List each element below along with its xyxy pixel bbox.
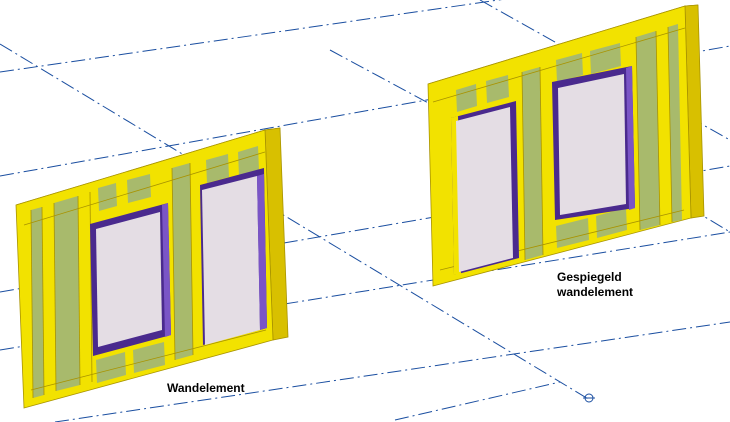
- construction-line: [0, 0, 502, 73]
- caption-wall-element: Wandelement: [167, 381, 245, 395]
- door-jamb: [257, 174, 267, 330]
- infill-panel: [98, 183, 117, 211]
- infill-panel: [486, 75, 509, 103]
- window-frame-depth: [626, 66, 635, 210]
- infill-panel: [668, 24, 682, 222]
- infill-panel: [596, 208, 627, 238]
- caption-line: Gespiegeld: [557, 270, 622, 284]
- window-frame-depth: [162, 203, 171, 337]
- wall-element-mirrored[interactable]: [427, 4, 705, 287]
- infill-panel: [206, 154, 229, 183]
- infill-panel: [172, 163, 193, 360]
- window-glass-left: [96, 212, 162, 347]
- construction-line: [0, 43, 591, 401]
- infill-panel: [54, 196, 80, 391]
- construction-line: [394, 381, 561, 421]
- caption-line: wandelement: [557, 285, 634, 299]
- infill-panel: [127, 174, 151, 203]
- window-glass-right: [558, 74, 626, 215]
- infill-panel: [522, 67, 543, 260]
- infill-panel: [31, 207, 44, 398]
- infill-panel: [590, 43, 621, 74]
- infill-panel: [556, 218, 589, 248]
- caption-mirrored-wall-element: Gespiegeld wandelement: [557, 270, 633, 300]
- construction-line: [0, 45, 730, 177]
- infill-panel: [636, 31, 660, 230]
- wall-element-left[interactable]: [15, 127, 289, 409]
- infill-panel: [96, 352, 126, 383]
- door-opening-right: [456, 107, 513, 272]
- construction-line: [54, 321, 730, 422]
- mirror-point-marker-icon[interactable]: [583, 393, 595, 403]
- door-opening-left: [202, 176, 260, 345]
- stud-lines: [23, 151, 267, 399]
- infill-panel: [238, 146, 259, 176]
- infill-panel: [133, 342, 165, 373]
